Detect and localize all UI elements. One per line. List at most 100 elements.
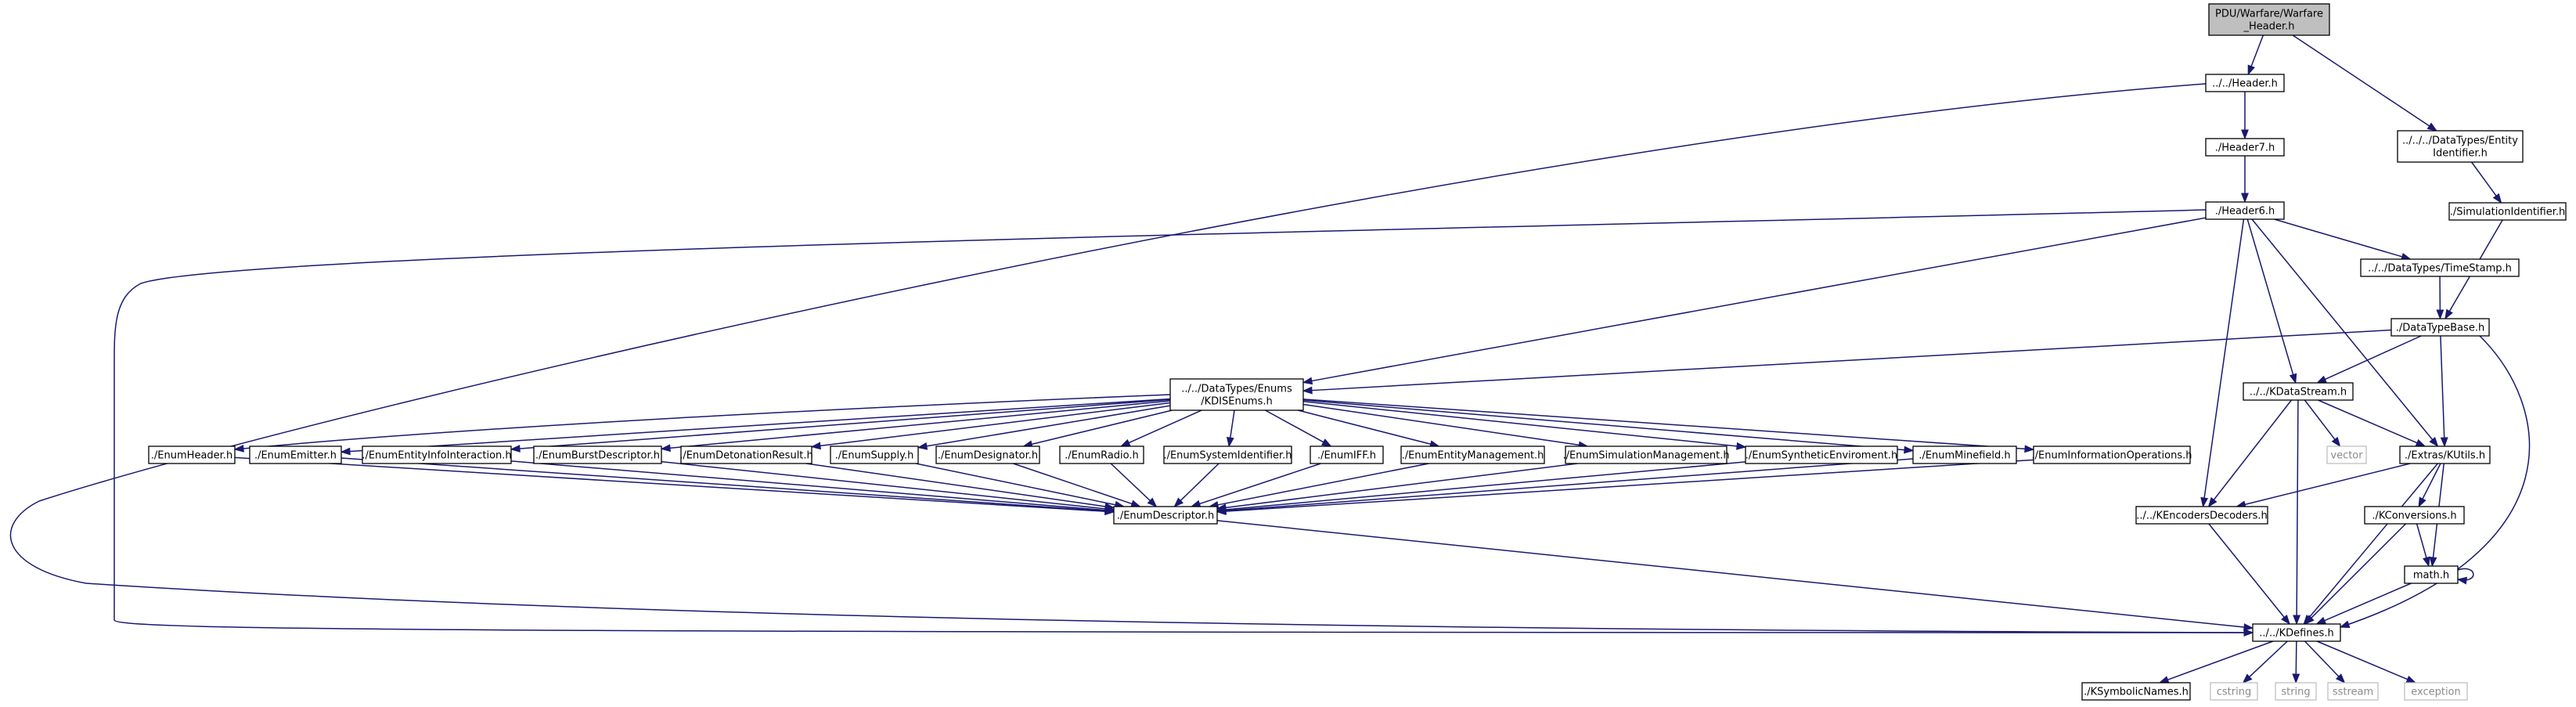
edge-line (2251, 218, 2434, 441)
arrowhead (1226, 436, 1234, 448)
edge-line (2323, 583, 2412, 622)
edge-line (1180, 463, 1220, 502)
edge-line (2248, 640, 2288, 678)
node-enuminfoops[interactable]: ./EnumInformationOperations.h (2032, 445, 2192, 464)
arrowhead (2335, 673, 2346, 684)
arrowhead (2492, 193, 2502, 204)
edge-enumsysid-to-enumdescriptor (1173, 463, 1220, 507)
node-ksymbolic[interactable]: ./KSymbolicNames.h (2081, 682, 2191, 701)
node-enumentityinfo[interactable]: ./EnumEntityInfoInteraction.h (362, 445, 512, 464)
node-enumsupply[interactable]: ./EnumSupply.h (830, 445, 919, 464)
node-enumsysid[interactable]: ./EnumSystemIdentifier.h (1163, 445, 1292, 464)
edge-kutils-to-kconversions (2418, 463, 2441, 508)
edge-line (2246, 218, 2294, 376)
edge-layer (9, 34, 2531, 684)
edge-kconversions-to-kdefines (2304, 523, 2406, 625)
node-label: ./EnumHeader.h (151, 450, 232, 462)
node-box (1163, 445, 1292, 464)
edge-header6-to-kutils (2251, 218, 2439, 448)
edge-line (1198, 463, 1321, 505)
node-enumentitymgmt[interactable]: ./EnumEntityManagement.h (1400, 445, 1545, 464)
node-header_h[interactable]: ../../Header.h (2205, 74, 2285, 92)
edge-math-to-kdefines (2315, 583, 2412, 625)
node-box (1745, 445, 1898, 464)
node-enumdetonation[interactable]: ./EnumDetonationResult.h (679, 445, 813, 464)
node-enumsimmgmt[interactable]: ./EnumSimulationManagement.h (1562, 445, 1730, 464)
node-enumsynthetic[interactable]: ./EnumSyntheticEnviroment.h (1745, 445, 1898, 464)
node-kconversions[interactable]: ./KConversions.h (2364, 506, 2465, 525)
node-header7[interactable]: ./Header7.h (2205, 138, 2285, 157)
node-box (2275, 682, 2317, 701)
node-box (680, 445, 812, 464)
node-label: ../../Header.h (2212, 78, 2278, 90)
node-root[interactable]: PDU/Warfare/Warfare_Header.h (2208, 3, 2330, 36)
node-enumdescriptor[interactable]: ./EnumDescriptor.h (1113, 506, 1218, 525)
node-kdefines[interactable]: ../../KDefines.h (2252, 623, 2341, 642)
edge-header6-to-kdisenums (1302, 217, 2207, 385)
edge-line (661, 460, 1107, 510)
arrowhead (1320, 438, 1332, 447)
arrowhead (2429, 557, 2437, 568)
node-vector: vector (2326, 445, 2367, 464)
node-math[interactable]: math.h (2404, 565, 2459, 584)
edge-line (2295, 640, 2297, 676)
node-header6[interactable]: ./Header6.h (2205, 201, 2285, 220)
arrowhead (2456, 576, 2468, 585)
node-kdatastream[interactable]: ../../KDataStream.h (2243, 382, 2354, 401)
node-label: ../../../DataTypes/Entity (2402, 135, 2518, 147)
node-datatypebase[interactable]: ./DataTypeBase.h (2390, 318, 2490, 337)
edge-kutils-to-kdefines (2303, 463, 2438, 626)
edge-line (510, 460, 1107, 511)
node-kencoders[interactable]: ../../KEncodersDecoders.h (2135, 506, 2268, 525)
arrowhead (2418, 496, 2426, 508)
node-enumradio[interactable]: ./EnumRadio.h (1059, 445, 1144, 464)
edge-enumradio-to-enumdescriptor (1110, 463, 1158, 507)
edge-line (113, 209, 2254, 633)
node-enumdesignator[interactable]: ./EnumDesignator.h (935, 445, 1040, 464)
edge-kdefines-to-cstring (2242, 640, 2288, 684)
node-kutils[interactable]: ./Extras/KUtils.h (2399, 445, 2491, 464)
arrowhead (2241, 193, 2249, 204)
node-box (935, 445, 1040, 464)
node-box (1912, 445, 2017, 464)
edge-line (2250, 34, 2264, 67)
node-kdisenums[interactable]: ../../DataTypes/Enums/KDISEnums.h (1169, 378, 1304, 411)
arrowhead (2293, 615, 2301, 626)
node-label: ./EnumInformationOperations.h (2032, 450, 2192, 462)
edge-header7-to-header6 (2241, 156, 2249, 204)
edge-enuminfoops-to-enumdescriptor (1216, 459, 2034, 515)
edge-header6-to-kdefines (113, 209, 2254, 637)
arrowhead (2281, 614, 2291, 626)
arrowhead (1130, 500, 1141, 507)
node-box (2033, 445, 2191, 464)
node-enumemitter[interactable]: ./EnumEmitter.h (249, 445, 342, 464)
node-timestamp[interactable]: ../../DataTypes/TimeStamp.h (2360, 258, 2520, 277)
node-sstream: sstream (2327, 682, 2379, 701)
node-sim_id[interactable]: ./SimulationIdentifier.h (2448, 202, 2567, 221)
node-label: ../../KDefines.h (2259, 628, 2333, 640)
node-enumminefield[interactable]: ./EnumMinefield.h (1912, 445, 2017, 464)
edge-line (2243, 463, 2411, 506)
edge-header_h-to-kdefines (9, 83, 2254, 637)
edge-kdisenums-to-enumheader (233, 394, 1171, 453)
edge-line (1302, 403, 1580, 446)
arrowhead (233, 444, 244, 453)
arrowhead (2200, 496, 2209, 508)
edge-line (925, 405, 1171, 447)
arrowhead (2339, 620, 2351, 628)
node-box (2399, 445, 2491, 464)
arrowhead (2292, 673, 2300, 684)
node-enumburst[interactable]: ./EnumBurstDescriptor.h (533, 445, 662, 464)
node-enumheader[interactable]: ./EnumHeader.h (148, 445, 236, 464)
arrowhead (2243, 623, 2254, 631)
edge-datatypebase-to-kdefines (2339, 335, 2531, 628)
edge-line (1265, 409, 1325, 443)
node-label: vector (2330, 450, 2363, 462)
edge-header_h-to-header7 (2241, 92, 2249, 140)
node-enumiff[interactable]: ./EnumIFF.h (1310, 445, 1384, 464)
edge-line (805, 463, 1107, 507)
edge-line (1310, 329, 2392, 391)
node-box (1400, 445, 1545, 464)
